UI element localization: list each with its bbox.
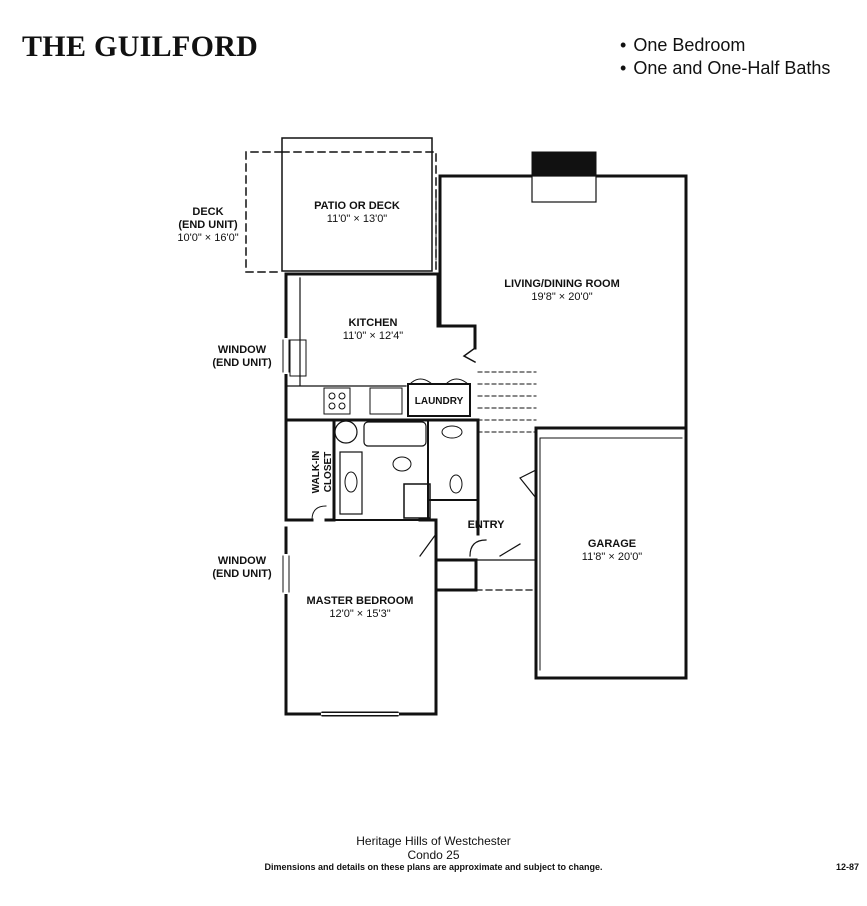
deck-dims: 10'0" × 16'0" bbox=[177, 232, 239, 244]
garage-name: GARAGE bbox=[587, 538, 637, 550]
kitchen-window-name: WINDOW bbox=[217, 344, 267, 356]
laundry-label: LAUNDRY bbox=[409, 395, 469, 408]
feature-baths: One and One-Half Baths bbox=[620, 57, 830, 80]
plan-code: 12-87 bbox=[836, 862, 860, 872]
feature-bedrooms: One Bedroom bbox=[620, 34, 830, 57]
fireplace bbox=[531, 151, 597, 177]
garage-dims: 11'8" × 20'0" bbox=[581, 551, 643, 563]
garage-label: GARAGE 11'8" × 20'0" bbox=[562, 538, 662, 564]
bedroom-window-note: (END UNIT) bbox=[212, 568, 272, 580]
master-bedroom-label: MASTER BEDROOM 12'0" × 15'3" bbox=[300, 595, 420, 621]
kitchen-dims: 11'0" × 12'4" bbox=[342, 330, 404, 342]
main-bath bbox=[333, 419, 429, 521]
laundry-room bbox=[407, 383, 471, 417]
living-room-name: LIVING/DINING ROOM bbox=[504, 278, 620, 290]
kitchen-sink bbox=[289, 339, 307, 377]
patio-label: PATIO OR DECK 11'0" × 13'0" bbox=[302, 200, 412, 226]
patio-name: PATIO OR DECK bbox=[314, 200, 400, 212]
patio-outline bbox=[281, 137, 433, 272]
kitchen-label: KITCHEN 11'0" × 12'4" bbox=[328, 317, 418, 343]
plan-title: THE GUILFORD bbox=[22, 30, 259, 63]
half-bath bbox=[427, 419, 479, 501]
kitchen-name: KITCHEN bbox=[348, 317, 398, 329]
main-bath-toilet bbox=[392, 456, 412, 472]
entry-label: ENTRY bbox=[456, 519, 516, 532]
living-room-walls bbox=[438, 174, 688, 430]
bedroom-window-label: WINDOW (END UNIT) bbox=[204, 555, 280, 581]
kitchen-dishwasher bbox=[369, 387, 403, 415]
bedroom-window-name: WINDOW bbox=[217, 555, 267, 567]
deck-name: DECK bbox=[192, 206, 224, 218]
footer-condo: Condo 25 bbox=[407, 848, 460, 862]
stairs bbox=[477, 371, 537, 433]
patio-dims: 11'0" × 13'0" bbox=[326, 213, 388, 225]
hearth bbox=[531, 175, 597, 203]
living-room-dims: 19'8" × 20'0" bbox=[531, 291, 593, 303]
kitchen-window-note: (END UNIT) bbox=[212, 357, 272, 369]
kitchen-range bbox=[323, 387, 351, 415]
garage-walls bbox=[534, 426, 688, 680]
bathtub bbox=[363, 421, 427, 447]
closet-water-heater bbox=[334, 420, 358, 444]
master-bedroom-name: MASTER BEDROOM bbox=[306, 595, 414, 607]
footer-community: Heritage Hills of Westchester bbox=[356, 834, 511, 848]
living-room-label: LIVING/DINING ROOM 19'8" × 20'0" bbox=[498, 278, 626, 304]
coat-closet bbox=[434, 558, 478, 592]
features-list: One Bedroom One and One-Half Baths bbox=[620, 34, 830, 80]
footer-disclaimer: Dimensions and details on these plans ar… bbox=[264, 862, 603, 872]
master-bedroom-walls bbox=[284, 526, 438, 716]
kitchen-counter bbox=[285, 277, 407, 387]
deck-note: (END UNIT) bbox=[178, 219, 238, 231]
kitchen-window-label: WINDOW (END UNIT) bbox=[204, 344, 280, 370]
entry-name: ENTRY bbox=[467, 519, 505, 531]
master-bedroom-dims: 12'0" × 15'3" bbox=[329, 608, 391, 620]
half-bath-toilet bbox=[449, 474, 463, 494]
laundry-name: LAUNDRY bbox=[414, 396, 464, 407]
entry-walls bbox=[418, 418, 480, 562]
closet-label: WALK-IN CLOSET bbox=[311, 450, 334, 494]
deck-label: DECK (END UNIT) 10'0" × 16'0" bbox=[168, 206, 248, 245]
